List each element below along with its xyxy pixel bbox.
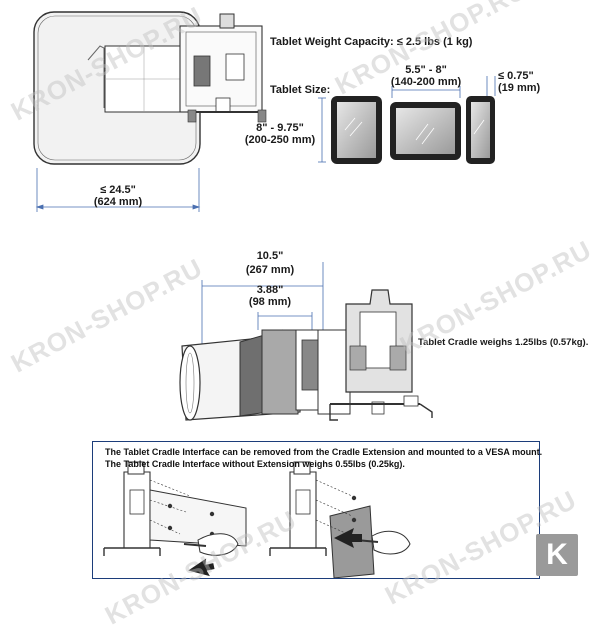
interface-note-line-1: The Tablet Cradle Interface can be remov…: [105, 447, 543, 457]
tablet-width-mm: (140-200 mm): [390, 76, 462, 88]
tablet-dimension-lines: [318, 76, 496, 163]
cradle-span-inches: 10.5": [256, 250, 284, 262]
diagram-drawing: [33, 11, 496, 579]
monitor-illustration: [33, 11, 267, 165]
tablet-landscape-icon: [390, 102, 461, 160]
tablet-size-label: Tablet Size:: [270, 84, 331, 96]
cradle-inner-mm: (98 mm): [248, 296, 292, 308]
weight-capacity-label: Tablet Weight Capacity: ≤ 2.5 lbs (1 kg): [270, 36, 473, 48]
interface-note-box: [92, 441, 540, 579]
removal-step-right-illustration: [269, 461, 411, 579]
tablet-depth-mm: (19 mm): [498, 82, 541, 94]
tablet-side-icon: [466, 96, 495, 164]
removal-step-left-illustration: [103, 461, 247, 577]
display-width-dimension: [35, 168, 201, 212]
tablet-height-mm: (200-250 mm): [244, 134, 316, 146]
display-width-inches: ≤ 24.5": [100, 184, 136, 196]
display-width-mm: (624 mm): [93, 196, 143, 208]
tablet-depth-inches: ≤ 0.75": [498, 70, 534, 82]
tablet-portrait-icon: [331, 96, 382, 164]
shop-logo-icon: K: [536, 534, 578, 576]
shop-logo-letter: K: [546, 538, 568, 571]
cradle-weight-note: Tablet Cradle weighs 1.25lbs (0.57kg).: [418, 337, 589, 348]
cradle-extension-illustration: [179, 262, 433, 421]
interface-note-line-2: The Tablet Cradle Interface without Exte…: [105, 459, 405, 469]
tablet-height-inches: 8" - 9.75": [256, 122, 304, 134]
cradle-span-mm: (267 mm): [245, 264, 295, 276]
cradle-inner-inches: 3.88": [256, 284, 284, 296]
tablet-width-inches: 5.5" - 8": [405, 64, 447, 76]
